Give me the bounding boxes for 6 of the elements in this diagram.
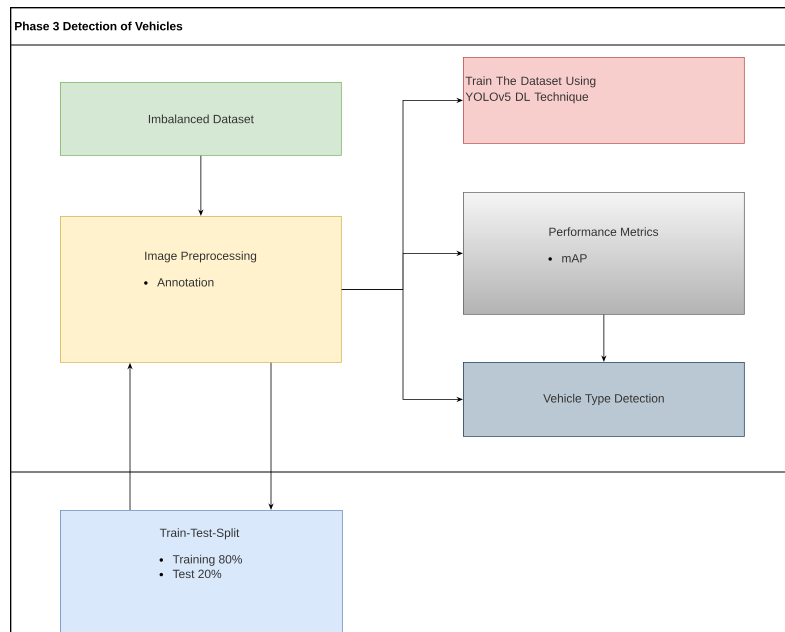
process-box: Train-Test-Split Training 80% Test 20% xyxy=(60,510,343,632)
process-box: Imbalanced Dataset xyxy=(60,82,342,156)
process-box: Train The Dataset Using YOLOv5 DL Technique xyxy=(463,57,745,144)
process-box: Performance Metrics mAP xyxy=(463,192,745,315)
process-box: Image Preprocessing Annotation xyxy=(60,216,342,363)
process-box: Vehicle Type Detection xyxy=(463,362,745,437)
